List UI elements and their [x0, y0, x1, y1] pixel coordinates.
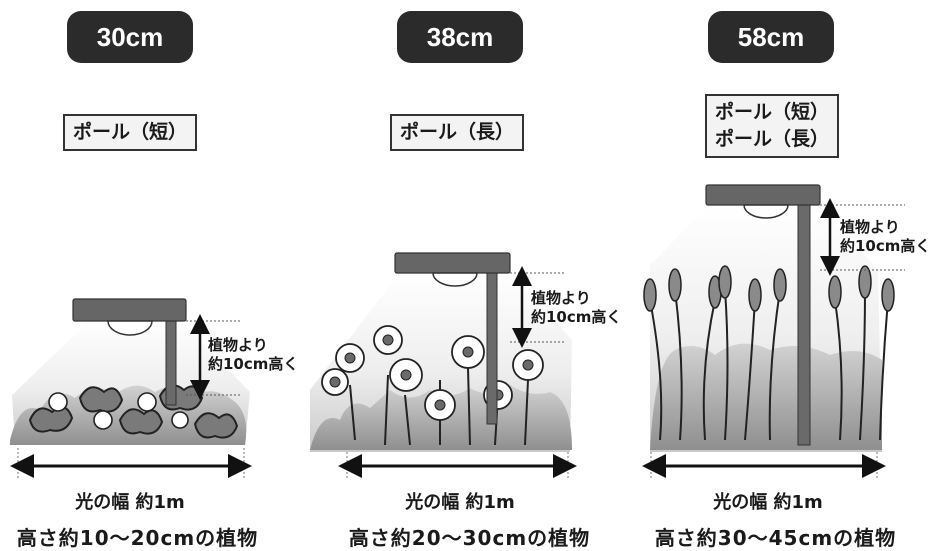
- daisy-plants-icon: [310, 252, 577, 478]
- height-badge: 58cm: [708, 11, 834, 63]
- pole-type-line: ポール（長）: [400, 121, 515, 143]
- panel-38cm: 38cm ポール（長） 植物より 約: [310, 0, 622, 551]
- plant-height-range: 高さ約20〜30cmの植物: [348, 526, 591, 550]
- panel-58cm: 58cm ポール（短） ポール（長） 植物より 約10cm高く 光: [620, 0, 930, 551]
- height-note: 植物より 約10cm高く: [531, 289, 622, 326]
- pole-type-line: ポール（短）: [73, 121, 188, 143]
- light-width-label: 光の幅 約1m: [405, 492, 515, 513]
- pole-type-line: ポール（短）: [715, 101, 830, 123]
- pole-type-label: ポール（短）: [63, 114, 198, 151]
- plant-height-range: 高さ約10〜20cmの植物: [16, 526, 259, 550]
- lavender-plants-icon: [642, 184, 905, 478]
- pole-type-label: ポール（短） ポール（長）: [705, 94, 840, 158]
- height-note: 植物より 約10cm高く: [208, 336, 299, 373]
- panel-30cm: 30cm ポール（短） 植物より 約10cm高く 光: [0, 0, 310, 551]
- pansy-plants-icon: [10, 298, 252, 480]
- light-width-label: 光の幅 約1m: [713, 492, 823, 513]
- pole-type-label: ポール（長）: [390, 114, 525, 151]
- height-note: 植物より 約10cm高く: [840, 218, 930, 255]
- plant-height-range: 高さ約30〜45cmの植物: [654, 526, 897, 550]
- height-badge: 38cm: [397, 11, 523, 63]
- light-width-label: 光の幅 約1m: [75, 492, 185, 513]
- height-badge: 30cm: [67, 11, 193, 63]
- pole-type-line: ポール（長）: [715, 128, 830, 150]
